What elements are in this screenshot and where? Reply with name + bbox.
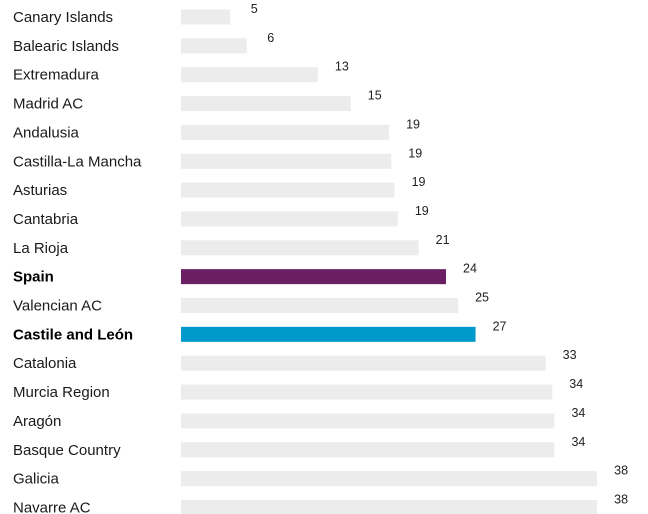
value-label-catalonia: 33 [563,348,577,362]
category-label-madrid-ac: Madrid AC [13,96,83,113]
value-label-asturias: 19 [412,175,426,189]
category-label-la-rioja: La Rioja [13,240,69,257]
value-label-extremadura: 13 [335,60,349,74]
bar-aragon [181,413,555,429]
category-label-aragon: Aragón [13,413,61,430]
value-label-madrid-ac: 15 [368,89,382,103]
value-label-la-rioja: 21 [436,233,450,247]
category-label-castilla-la-mancha: Castilla-La Mancha [13,153,142,170]
value-label-castilla-la-mancha: 19 [408,146,422,160]
bar-asturias [181,182,395,198]
bar-extremadura [181,67,318,83]
value-label-basque-country: 34 [571,435,585,449]
value-label-galicia: 38 [614,464,628,478]
bars [181,9,598,514]
bar-galicia [181,471,598,487]
bar-navarre-ac [181,499,598,514]
bar-madrid-ac [181,96,351,112]
category-label-canary-islands: Canary Islands [13,9,113,26]
category-label-cantabria: Cantabria [13,211,79,228]
category-label-spain: Spain [13,269,54,286]
value-label-cantabria: 19 [415,204,429,218]
bar-basque-country [181,442,555,458]
value-labels: 5 6 13 15 19 19 19 19 21 24 25 27 33 34 34 34 38 38 [251,2,628,506]
bar-castile-and-leon [181,326,476,342]
category-label-castile-and-leon: Castile and León [13,326,133,343]
bar-cantabria [181,211,398,227]
bar-castilla-la-mancha [181,153,392,169]
category-label-basque-country: Basque Country [13,442,121,459]
category-label-extremadura: Extremadura [13,67,100,84]
bar-la-rioja [181,240,419,256]
value-label-aragon: 34 [571,406,585,420]
value-label-andalusia: 19 [406,117,420,131]
bar-valencian-ac [181,298,459,313]
value-label-castile-and-leon: 27 [493,319,507,333]
category-label-galicia: Galicia [13,471,60,488]
value-label-navarre-ac: 38 [614,492,628,506]
category-label-catalonia: Catalonia [13,355,77,372]
value-label-balearic-islands: 6 [267,31,274,45]
category-label-asturias: Asturias [13,182,67,199]
bar-canary-islands [181,9,231,25]
category-label-andalusia: Andalusia [13,124,80,141]
value-label-spain: 24 [463,262,477,276]
bar-murcia-region [181,384,553,400]
category-label-murcia-region: Murcia Region [13,384,110,401]
bar-catalonia [181,355,546,371]
category-label-valencian-ac: Valencian AC [13,298,102,315]
category-label-navarre-ac: Navarre AC [13,499,91,514]
value-label-canary-islands: 5 [251,2,258,16]
value-label-valencian-ac: 25 [475,291,489,305]
bar-spain [181,269,446,285]
category-label-balearic-islands: Balearic Islands [13,38,119,55]
bar-balearic-islands [181,38,247,54]
bar-andalusia [181,124,390,140]
value-label-murcia-region: 34 [569,377,583,391]
